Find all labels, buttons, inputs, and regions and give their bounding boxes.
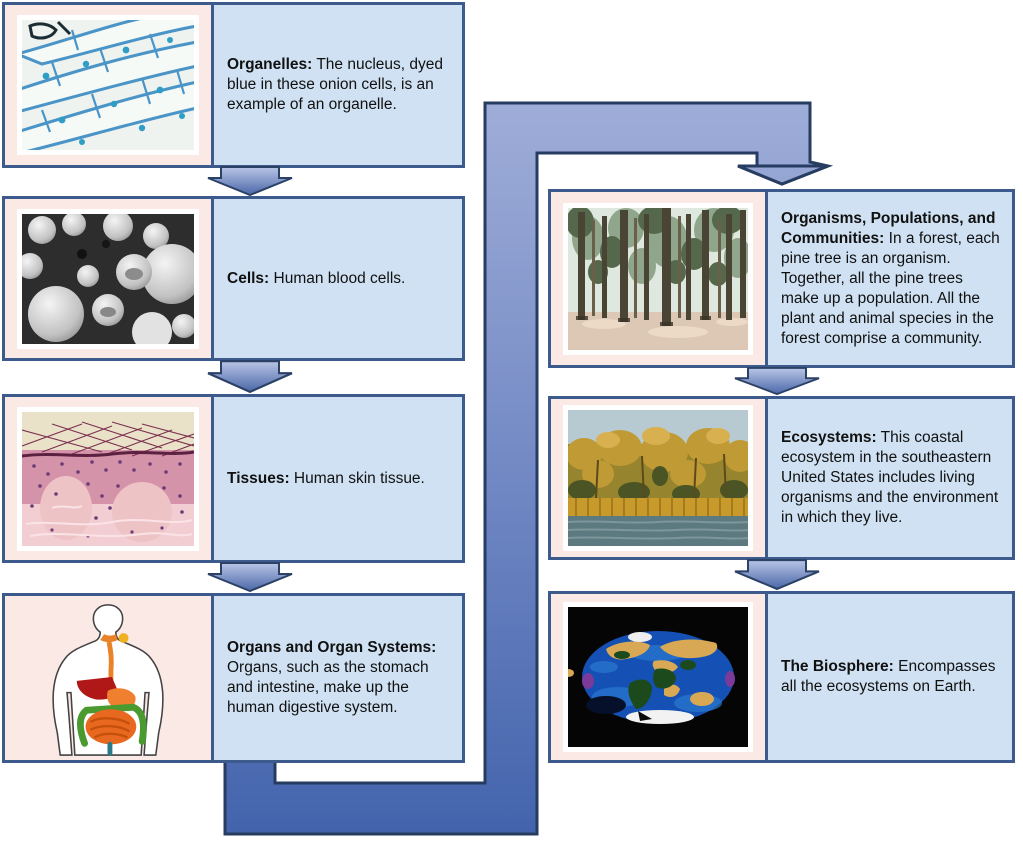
down-arrow-ecosystems-to-biosphere — [734, 559, 820, 590]
biosphere-text-box: The Biosphere: Encompasses all the ecosy… — [765, 594, 1012, 760]
skin-tissue-micrograph — [22, 411, 194, 546]
ecosystems-image-panel — [551, 399, 765, 557]
level-row-biosphere: The Biosphere: Encompasses all the ecosy… — [548, 591, 1015, 763]
earth-biosphere-map — [568, 607, 748, 747]
organisms-caption: Organisms, Populations, and Communities:… — [781, 209, 1004, 349]
ecosystems-text-box: Ecosystems: This coastal ecosystem in th… — [765, 399, 1012, 557]
tissues-photo-frame — [17, 406, 199, 551]
biosphere-description: Encompasses all the ecosystems on Earth. — [781, 658, 996, 695]
coastal-ecosystem-photo — [568, 410, 748, 546]
biosphere-photo-frame — [563, 602, 753, 752]
level-row-organs: Organs and Organ Systems: Organs, such a… — [2, 593, 465, 763]
tissues-label: Tissues: — [227, 469, 290, 487]
ecosystems-caption: Ecosystems: This coastal ecosystem in th… — [781, 428, 1004, 528]
ecosystems-photo-frame — [563, 405, 753, 551]
ecosystems-label: Ecosystems: — [781, 429, 877, 446]
down-arrow-tissues-to-organs — [207, 562, 293, 592]
organisms-label: Organisms, Populations, and Communities: — [781, 209, 996, 247]
organs-caption: Organs and Organ Systems: Organs, such a… — [227, 638, 454, 718]
organs-label: Organs and Organ Systems: — [227, 639, 437, 656]
cells-photo-frame — [17, 208, 199, 349]
down-arrow-organisms-to-ecosystems — [734, 367, 820, 395]
level-row-organisms: Organisms, Populations, and Communities:… — [548, 189, 1015, 368]
organelles-text-box: Organelles: The nucleus, dyed blue in th… — [211, 5, 462, 165]
pine-forest-photo — [568, 207, 748, 350]
tissues-text-box: Tissues: Human skin tissue. — [211, 397, 462, 560]
organs-image-panel — [5, 596, 211, 760]
onion-cells-micrograph — [22, 20, 194, 150]
organelles-photo-frame — [17, 15, 199, 155]
biosphere-label: The Biosphere: — [781, 658, 894, 675]
cells-text-box: Cells: Human blood cells. — [211, 199, 462, 358]
cells-image-panel — [5, 199, 211, 358]
organs-description: Organs, such as the stomach and intestin… — [227, 659, 429, 716]
cells-caption: Cells: Human blood cells. — [227, 269, 405, 289]
down-arrow-cells-to-tissues — [207, 360, 293, 393]
level-row-tissues: Tissues: Human skin tissue. — [2, 394, 465, 563]
tissues-description: Human skin tissue. — [293, 469, 425, 487]
level-row-ecosystems: Ecosystems: This coastal ecosystem in th… — [548, 396, 1015, 560]
tissues-image-panel — [5, 397, 211, 560]
organisms-description: In a forest, each pine tree is an organi… — [781, 229, 1000, 347]
cells-description: Human blood cells. — [273, 269, 406, 287]
cells-label: Cells: — [227, 269, 270, 287]
biosphere-caption: The Biosphere: Encompasses all the ecosy… — [781, 657, 1004, 697]
digestive-system-illustration — [52, 604, 164, 756]
down-arrow-organelles-to-cells — [207, 166, 293, 196]
blood-cells-micrograph — [22, 213, 194, 344]
organelles-label: Organelles: — [227, 56, 313, 73]
tissues-caption: Tissues: Human skin tissue. — [227, 469, 425, 489]
organelles-image-panel — [5, 5, 211, 165]
organelles-caption: Organelles: The nucleus, dyed blue in th… — [227, 55, 454, 115]
organs-illustration-frame — [10, 599, 206, 757]
organelles-description: The nucleus, dyed blue in these onion ce… — [227, 56, 443, 113]
level-row-cells: Cells: Human blood cells. — [2, 196, 465, 361]
organisms-image-panel — [551, 192, 765, 365]
level-row-organelles: Organelles: The nucleus, dyed blue in th… — [2, 2, 465, 168]
organisms-text-box: Organisms, Populations, and Communities:… — [765, 192, 1012, 365]
ecosystems-description: This coastal ecosystem in the southeaste… — [781, 429, 999, 526]
organisms-photo-frame — [563, 202, 753, 355]
organs-text-box: Organs and Organ Systems: Organs, such a… — [211, 596, 462, 760]
biosphere-image-panel — [551, 594, 765, 760]
